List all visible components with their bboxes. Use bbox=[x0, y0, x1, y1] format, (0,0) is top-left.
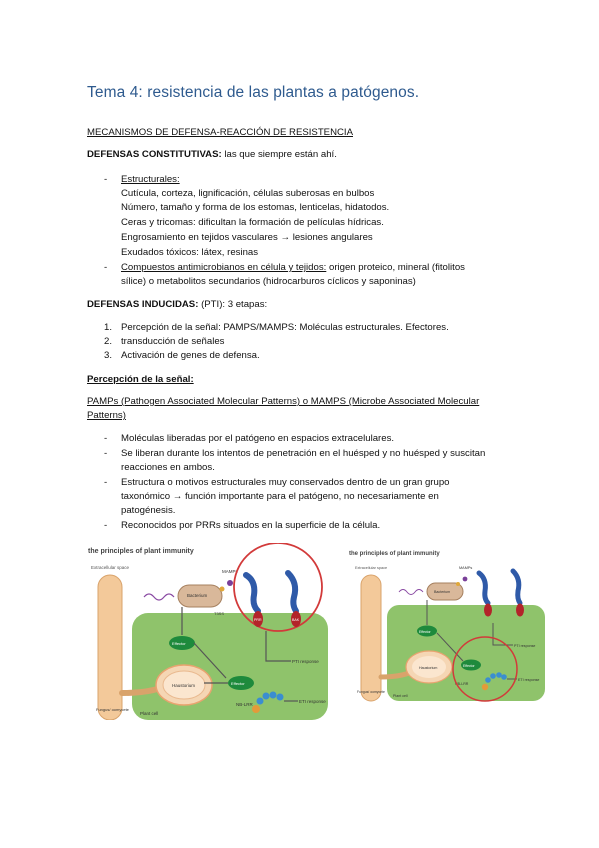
bullet-text: Se liberan durante los intentos de penet… bbox=[121, 448, 486, 459]
compounds-text: origen proteico, mineral (fitolitos bbox=[326, 262, 465, 273]
induced-text: (PTI): 3 etapas: bbox=[198, 299, 268, 310]
svg-text:Haustorium: Haustorium bbox=[419, 666, 437, 670]
structural-line: Cutícula, corteza, lignificación, célula… bbox=[121, 188, 375, 199]
pti-label: PTI response bbox=[292, 659, 319, 664]
structural-line: Número, tamaño y forma de los estomas, l… bbox=[121, 202, 390, 213]
bullet-text: Reconocidos por PRRs situados en la supe… bbox=[121, 520, 381, 531]
induced-label: DEFENSAS INDUCIDAS: bbox=[87, 299, 199, 310]
plant-immunity-figure-large: the principles of plant immunity Extrace… bbox=[86, 543, 330, 720]
step-number: 2. bbox=[104, 336, 113, 347]
fungus-label: Fungus/ oomycete bbox=[96, 707, 130, 712]
bullet-text: taxonómico → función importante para el … bbox=[121, 491, 439, 502]
nblrr-label: NB-LRR bbox=[236, 702, 254, 707]
svg-text:Fungus/ oomycete: Fungus/ oomycete bbox=[357, 690, 385, 694]
svg-text:Bacterium: Bacterium bbox=[434, 590, 450, 594]
bullet-dash: - bbox=[104, 433, 108, 444]
bullet-text: Moléculas liberadas por el patógeno en e… bbox=[121, 433, 395, 444]
bullet-dash: - bbox=[104, 520, 108, 531]
eti-label: ETI response bbox=[299, 699, 326, 704]
nblrr-protein bbox=[252, 691, 284, 713]
constitutive-text: las que siempre están ahí. bbox=[221, 149, 337, 160]
step-number: 3. bbox=[104, 350, 113, 361]
compounds-line-2: sílice) o metabolitos secundarios (hidro… bbox=[121, 276, 416, 287]
induced-line: DEFENSAS INDUCIDAS: (PTI): 3 etapas: bbox=[87, 299, 267, 311]
prr-receptor-right: BAK bbox=[285, 570, 301, 627]
effector-top bbox=[169, 636, 195, 650]
constitutive-label: DEFENSAS CONSTITUTIVAS: bbox=[87, 149, 222, 160]
page-title: Tema 4: resistencia de las plantas a pat… bbox=[87, 84, 420, 101]
bullet-text: reacciones en ambos. bbox=[121, 462, 215, 473]
bullet-text: patogénesis. bbox=[121, 505, 176, 516]
t3ss-label: T3SS bbox=[214, 611, 224, 616]
svg-text:ETI response: ETI response bbox=[518, 678, 539, 682]
structural-line: Engrosamiento en tejidos vasculares → le… bbox=[121, 232, 373, 243]
svg-text:Effector: Effector bbox=[419, 630, 431, 634]
bullet-dash: - bbox=[104, 174, 108, 185]
prr-receptor-left: PRR bbox=[243, 572, 263, 627]
perception-heading: Percepción de la señal: bbox=[87, 374, 194, 385]
highlight-circle bbox=[233, 543, 323, 632]
pamps-line: Patterns) bbox=[87, 410, 126, 421]
svg-text:NB-LRR: NB-LRR bbox=[455, 682, 469, 686]
small-figure-title: the principles of plant immunity bbox=[349, 551, 440, 557]
plant-cell-label: Plant cell bbox=[140, 711, 158, 716]
bacterium bbox=[177, 584, 223, 608]
svg-text:BAK: BAK bbox=[292, 618, 300, 622]
section-heading: MECANISMOS DE DEFENSA-REACCIÓN DE RESIST… bbox=[87, 127, 353, 138]
bullet-text: Estructura o motivos estructurales muy c… bbox=[121, 477, 450, 488]
small-plant-cell bbox=[387, 605, 545, 701]
mamp-dot bbox=[227, 580, 233, 586]
step-text: Percepción de la señal: PAMPS/MAMPS: Mol… bbox=[121, 322, 449, 333]
svg-text:PRR: PRR bbox=[254, 618, 262, 622]
plant-immunity-figure-small: the principles of plant immunity Extrace… bbox=[347, 547, 545, 704]
step-text: Activación de genes de defensa. bbox=[121, 350, 260, 361]
fungus-hypha bbox=[97, 574, 123, 720]
compounds-label: Compuestos antimicrobianos en célula y t… bbox=[121, 262, 327, 273]
bullet-dash: - bbox=[104, 448, 108, 459]
svg-text:MAMPs: MAMPs bbox=[459, 566, 472, 570]
structural-label: Estructurales: bbox=[121, 174, 180, 185]
mamps-label: MAMPs bbox=[222, 569, 239, 574]
svg-text:Extracellular space: Extracellular space bbox=[355, 566, 387, 570]
constitutive-line: DEFENSAS CONSTITUTIVAS: las que siempre … bbox=[87, 149, 337, 161]
effector-bottom bbox=[228, 676, 254, 690]
step-number: 1. bbox=[104, 322, 113, 333]
effector-label: Effector bbox=[172, 641, 186, 646]
svg-text:PTI response: PTI response bbox=[514, 644, 535, 648]
bullet-dash: - bbox=[104, 477, 108, 488]
small-fungus bbox=[360, 574, 382, 702]
extracellular-label: Extracellular space bbox=[91, 565, 130, 570]
effector-label: Effector bbox=[231, 681, 245, 686]
structural-line: Exudados tóxicos: látex, resinas bbox=[121, 247, 259, 258]
bacterium-label: Bacterium bbox=[187, 593, 208, 598]
pamps-line: PAMPs (Pathogen Associated Molecular Pat… bbox=[87, 396, 480, 407]
small-highlight-circle bbox=[452, 636, 518, 702]
compounds-line: Compuestos antimicrobianos en célula y t… bbox=[121, 262, 465, 274]
small-bacterium bbox=[426, 582, 464, 601]
step-text: transducción de señales bbox=[121, 336, 225, 347]
flagellum bbox=[143, 593, 175, 601]
haustorium-label: Haustorium bbox=[172, 683, 195, 688]
svg-text:Effector: Effector bbox=[463, 664, 475, 668]
structural-line: Ceras y tricomas: dificultan la formació… bbox=[121, 217, 384, 228]
svg-text:Plant cell: Plant cell bbox=[393, 694, 408, 698]
mamp-dot bbox=[219, 586, 225, 592]
figure-title: the principles of plant immunity bbox=[88, 548, 194, 555]
bullet-dash: - bbox=[104, 262, 108, 273]
